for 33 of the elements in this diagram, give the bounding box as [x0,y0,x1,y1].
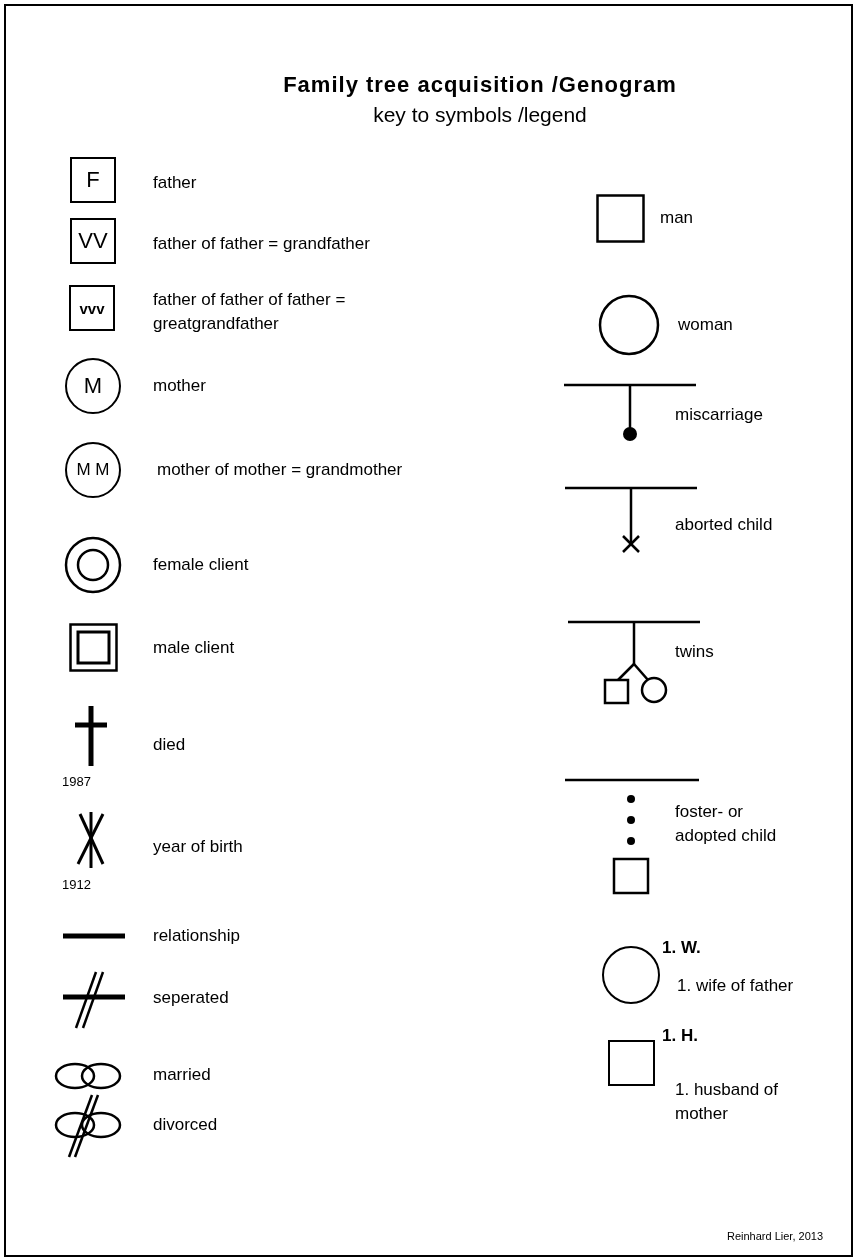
symbol-description: father of father = grandfather [153,233,371,255]
legend-text: relationship [153,925,240,947]
symbol-description: father of father of father = greatgrandfather [153,289,347,335]
symbol-description: mother [153,375,207,397]
lettered-circle: M M [65,442,121,498]
legend-text: female client [153,554,249,576]
legend-text: year of birth [153,836,243,858]
legend-text: seperated [153,987,229,1009]
legend-text: divorced [153,1114,218,1136]
subtitle: key to symbols /legend [372,103,588,127]
lettered-circle: M [65,358,121,414]
legend-text: aborted child [675,514,773,536]
legend-text: man [660,207,694,229]
legend-text: male client [153,637,235,659]
symbol-description: father [153,172,198,194]
title: Family tree acquisition /Genogram [282,72,678,98]
symbol-description: mother of mother = grandmother [157,459,404,481]
credit-text: Reinhard Lier, 2013 [727,1230,823,1242]
legend-text: died [153,734,186,756]
legend-text: miscarriage [675,404,763,426]
legend-text: married [153,1064,211,1086]
symbol-description: 1. husband of mother [675,1079,780,1125]
symbol-heading: 1. W. [662,938,701,958]
lettered-square: VV [70,218,116,264]
year-label: 1987 [62,774,91,789]
legend-text: woman [678,314,733,336]
lettered-square: vvv [69,285,115,331]
symbol-description: 1. wife of father [677,975,795,997]
legend-text: foster- or adopted child [675,801,778,847]
lettered-square: F [70,157,116,203]
symbol-heading: 1. H. [662,1026,698,1046]
year-label: 1912 [62,877,91,892]
legend-text: twins [675,641,714,663]
